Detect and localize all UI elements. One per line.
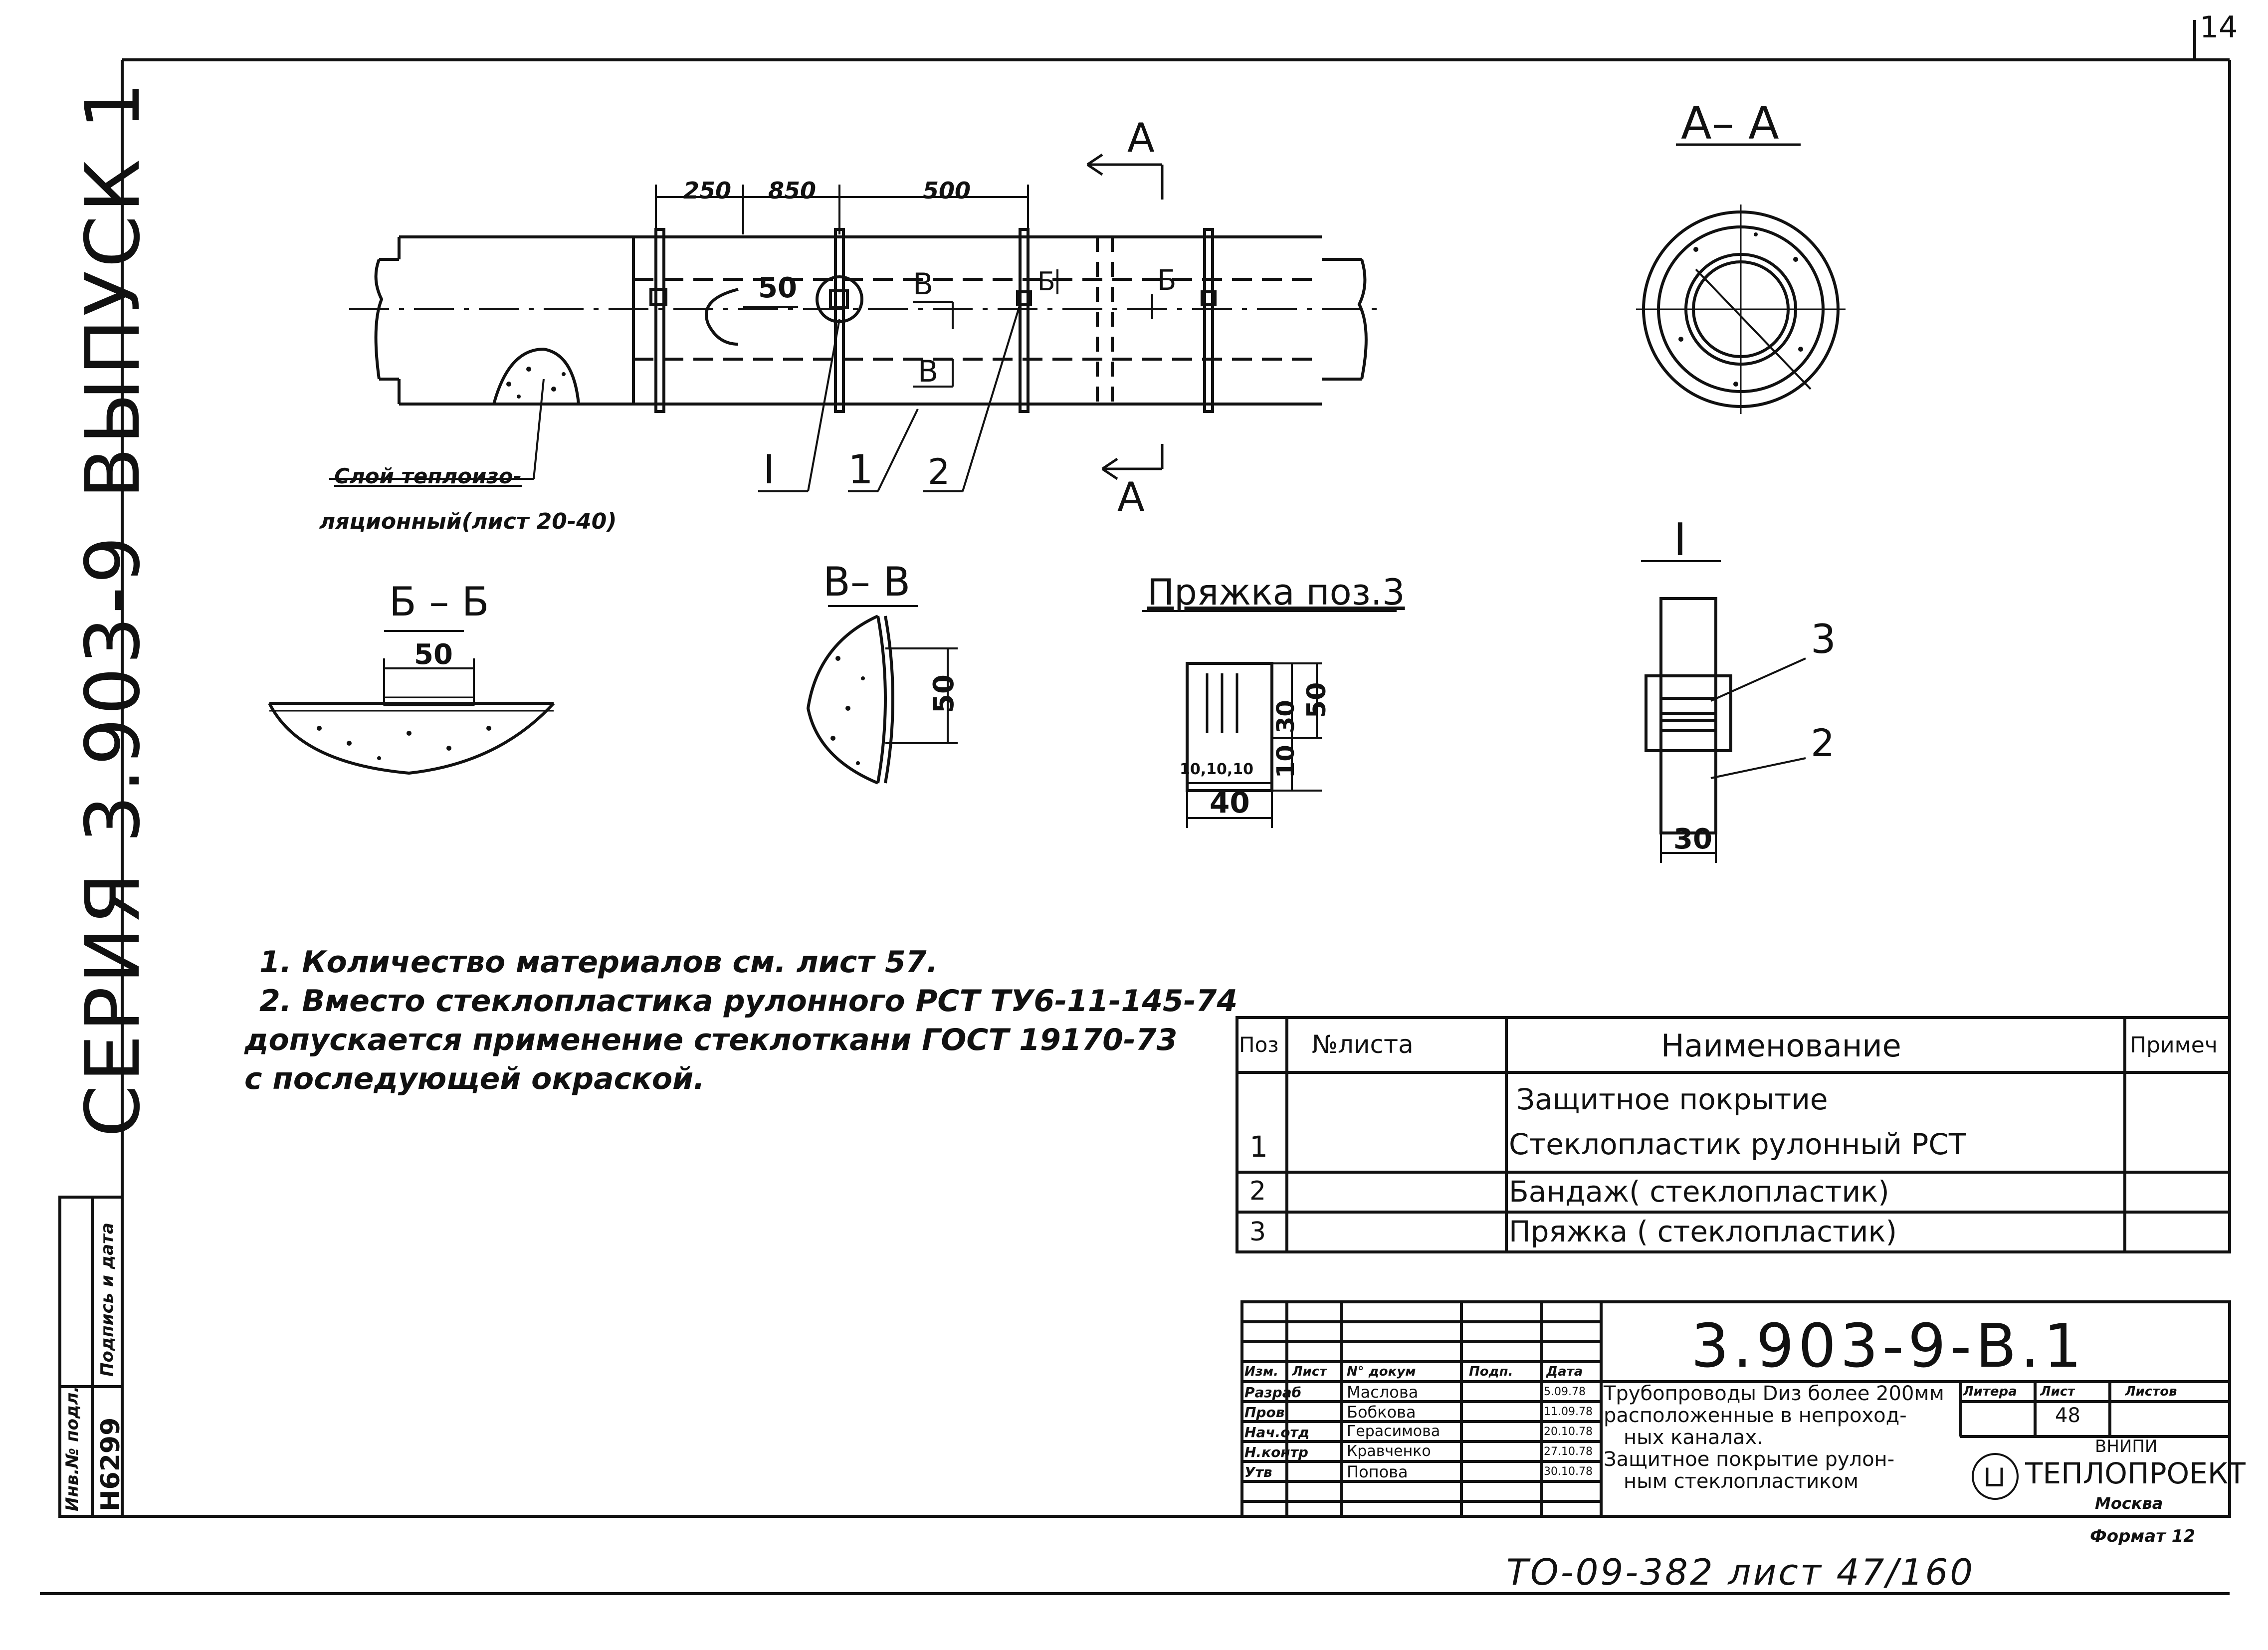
detail-i-title: I bbox=[1673, 514, 1687, 566]
tb-date-2: 11.09.78 bbox=[1544, 1406, 1593, 1418]
tb-date-5: 30.10.78 bbox=[1544, 1465, 1593, 1478]
spec-header-sheet: №листа bbox=[1312, 1030, 1414, 1059]
tb-sheets-label: Листов bbox=[2125, 1384, 2177, 1399]
callout-1: 1 bbox=[848, 446, 873, 493]
dim-50: 50 bbox=[758, 272, 797, 304]
detail-i-dim: 30 bbox=[1673, 823, 1712, 855]
buckle-dim-40: 40 bbox=[1210, 786, 1250, 820]
format-label: Формат 12 bbox=[2090, 1526, 2196, 1546]
note-1: 1. Количество материалов см. лист 57. bbox=[259, 945, 938, 980]
tb-desc-3: ных каналах. bbox=[1624, 1426, 1763, 1449]
dim-250: 250 bbox=[683, 177, 732, 204]
spec-header-name: Наименование bbox=[1661, 1028, 1901, 1064]
detail-i-pos3: 3 bbox=[1811, 616, 1836, 662]
detail-i-pos2: 2 bbox=[1811, 721, 1835, 765]
spec-row3-pos: 3 bbox=[1249, 1217, 1266, 1247]
spec-header-pos: Поз bbox=[1239, 1032, 1279, 1057]
sign-label: Подпись и дата bbox=[97, 1223, 117, 1377]
drawing-code: 3.903-9-В.1 bbox=[1691, 1312, 2086, 1381]
insulation-dots bbox=[317, 232, 1803, 765]
section-label-b-right: Б bbox=[1157, 264, 1177, 297]
inv-number: Н6299 bbox=[96, 1417, 126, 1511]
section-a-top: А bbox=[1127, 115, 1155, 161]
tb-role-3: Нач.отд bbox=[1244, 1424, 1310, 1441]
inv-label: Инв.№ подл. bbox=[62, 1386, 82, 1511]
spec-row1-pos: 1 bbox=[1249, 1130, 1268, 1164]
tb-description: Трубопроводы Dиз более 200мм расположенн… bbox=[1604, 1383, 1958, 1492]
tb-desc-5: ным стеклопластиком bbox=[1624, 1470, 1859, 1493]
section-label-v-bottom: В bbox=[918, 354, 939, 389]
section-aa-title: А– А bbox=[1681, 97, 1779, 150]
section-label-b-left: Б bbox=[1037, 267, 1055, 297]
tb-litera-label: Литера bbox=[1963, 1384, 2017, 1399]
tb-col-izm: Изм. bbox=[1244, 1364, 1278, 1379]
org-logo-icon: ⊔ bbox=[1983, 1459, 2006, 1494]
section-bb-dim: 50 bbox=[414, 638, 453, 671]
callout-i: I bbox=[763, 446, 775, 493]
tb-desc-4: Защитное покрытие рулон- bbox=[1604, 1448, 1895, 1471]
section-bb-title: Б – Б bbox=[389, 579, 489, 625]
buckle-dim-50: 50 bbox=[1302, 682, 1332, 718]
section-a-bottom: А bbox=[1117, 474, 1145, 520]
section-vv-dim: 50 bbox=[928, 674, 960, 713]
org-line2: ТЕПЛОПРОЕКТ bbox=[2025, 1456, 2246, 1490]
org-line3: Москва bbox=[2095, 1494, 2163, 1513]
spec-row3-name: Пряжка ( стеклопластик) bbox=[1509, 1215, 1897, 1248]
tb-role-4: Н.контр bbox=[1244, 1444, 1308, 1460]
tb-sheet-value: 48 bbox=[2055, 1404, 2080, 1427]
tb-date-3: 20.10.78 bbox=[1544, 1426, 1593, 1438]
spec-row1-name: Стеклопластик рулонный РСТ bbox=[1509, 1127, 1967, 1161]
tb-col-date: Дата bbox=[1546, 1364, 1583, 1379]
section-label-v-top: В bbox=[913, 267, 934, 302]
page-corner-number: 14 bbox=[2200, 10, 2238, 45]
tb-sheet-label: Лист bbox=[2040, 1384, 2075, 1399]
tb-role-2: Пров bbox=[1244, 1404, 1285, 1421]
tb-name-5: Попова bbox=[1347, 1462, 1408, 1481]
section-vv-title: В– В bbox=[823, 559, 911, 605]
spec-group-title: Защитное покрытие bbox=[1516, 1082, 1828, 1116]
tb-name-2: Бобкова bbox=[1347, 1403, 1416, 1422]
buckle-dim-small: 10,10,10 bbox=[1180, 761, 1254, 778]
issue-vertical: ВЫПУСК 1 bbox=[70, 79, 157, 499]
spec-row2-name: Бандаж( стеклопластик) bbox=[1509, 1175, 1889, 1209]
spec-row2-pos: 2 bbox=[1249, 1176, 1266, 1206]
tb-name-3: Герасимова bbox=[1347, 1423, 1441, 1440]
tb-col-doc: N° докум bbox=[1347, 1364, 1416, 1379]
callout-2: 2 bbox=[928, 451, 950, 492]
buckle-title: Пряжка поз.3 bbox=[1147, 571, 1405, 613]
org-line1: ВНИПИ bbox=[2095, 1437, 2158, 1456]
spec-header-note: Примеч bbox=[2130, 1032, 2218, 1058]
notes: 1. Количество материалов см. лист 57. 2.… bbox=[244, 943, 1237, 1098]
tb-date-1: 5.09.78 bbox=[1544, 1386, 1586, 1398]
tb-col-list: Лист bbox=[1292, 1364, 1327, 1379]
tb-role-5: Утв bbox=[1244, 1464, 1272, 1480]
buckle-dim-30: 30 bbox=[1272, 700, 1300, 733]
dim-500: 500 bbox=[923, 177, 971, 204]
tb-role-1: Разраб bbox=[1244, 1384, 1302, 1401]
tb-col-sign: Подп. bbox=[1469, 1364, 1513, 1379]
note-2-cont2: с последующей окраской. bbox=[244, 1061, 705, 1096]
note-2-cont: допускается применение стеклоткани ГОСТ … bbox=[244, 1023, 1178, 1057]
buckle-dim-10: 10 bbox=[1272, 745, 1300, 778]
layer-note-line2: ляционный(лист 20-40) bbox=[319, 509, 617, 534]
tb-desc-2: расположенные в непроход- bbox=[1604, 1404, 1907, 1427]
tb-name-1: Маслова bbox=[1347, 1383, 1419, 1402]
series-vertical: СЕРИЯ 3.903-9 bbox=[70, 533, 157, 1137]
tb-date-4: 27.10.78 bbox=[1544, 1445, 1593, 1458]
tb-name-4: Кравченко bbox=[1347, 1443, 1431, 1460]
tb-desc-1: Трубопроводы Dиз более 200мм bbox=[1604, 1382, 1944, 1405]
dim-850: 850 bbox=[768, 177, 817, 204]
layer-note-line1: Слой теплоизо- bbox=[334, 464, 522, 488]
note-2: 2. Вместо стеклопластика рулонного РСТ Т… bbox=[259, 984, 1238, 1019]
footer-stamp: ТО-09-382 лист 47/160 bbox=[1506, 1551, 1975, 1593]
